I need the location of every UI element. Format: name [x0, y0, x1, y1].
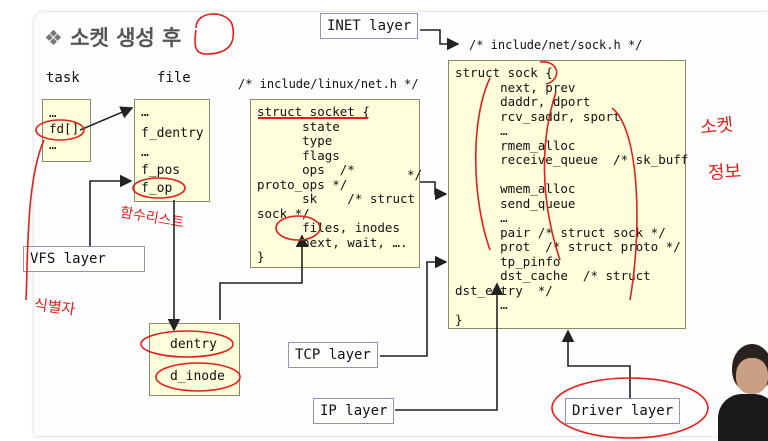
- sock-h-comment: /* include/net/sock.h */: [469, 38, 643, 52]
- sock-line: send_queue: [455, 195, 576, 211]
- socket-line: state: [257, 118, 340, 134]
- task-fd-line: fd[]: [49, 121, 80, 136]
- socket-line: type: [257, 133, 333, 148]
- arrow-vfs-to-fop: [89, 174, 133, 246]
- dentry-box: dentry d_inode: [149, 323, 240, 396]
- sock-struct-box: struct sock { next, prev daddr, dport rc…: [407, 60, 689, 329]
- tcp-layer-box: TCP layer: [288, 342, 378, 368]
- ip-layer-box: IP layer: [313, 398, 395, 424]
- arrow-inet-to-sock-h: [420, 29, 460, 51]
- socket-line: files, inodes: [257, 220, 400, 235]
- file-line: …: [141, 145, 149, 160]
- sock-line: wmem_alloc: [455, 181, 576, 196]
- arrow-driver-to-sock: [561, 329, 631, 398]
- file-line: …: [141, 105, 149, 120]
- sock-line: rmem_alloc: [455, 137, 576, 153]
- arrow-tcp-to-sock: [380, 255, 448, 357]
- arrow-ip-to-sock: [395, 282, 504, 411]
- vfs-layer-box: VFS layer: [23, 246, 145, 272]
- socket-line: next, wait, ….: [257, 234, 408, 250]
- net-h-comment: /* include/linux/net.h */: [238, 77, 419, 91]
- diamond-bullet-icon: ❖: [44, 26, 63, 50]
- file-dentry-line: f_dentry: [141, 126, 204, 141]
- socket-line: struct socket {: [257, 104, 370, 119]
- sock-line: …: [455, 297, 508, 312]
- slide-title-text: 소켓 생성 후: [70, 26, 182, 50]
- file-op-line: f_op: [141, 181, 173, 196]
- d-inode-line: d_inode: [170, 369, 225, 384]
- driver-layer-box: Driver layer: [565, 398, 681, 424]
- sock-line: tp_pinfo: [455, 253, 561, 269]
- arrow-socket-to-sock: [420, 181, 448, 201]
- sock-line: next, prev: [455, 79, 576, 95]
- sock-line: pair /* struct sock */: [455, 224, 666, 240]
- sock-line: struct sock {: [455, 65, 553, 80]
- file-box: … f_dentry … f_pos f_op: [134, 99, 210, 202]
- sock-line: }: [455, 311, 463, 327]
- socket-struct-box: struct socket { state type flags ops /* …: [250, 99, 420, 268]
- task-box: … fd[] …: [42, 99, 91, 162]
- sock-line: rcv_saddr, sport: [455, 108, 621, 124]
- socket-line: sk /* struct: [257, 191, 416, 206]
- task-line: …: [49, 105, 57, 120]
- socket-line: flags: [257, 147, 340, 163]
- sock-line: …: [455, 123, 508, 138]
- file-pos-line: f_pos: [141, 163, 181, 178]
- sock-line: …: [455, 210, 508, 225]
- sock-line: daddr, dport: [455, 94, 591, 109]
- arrow-dentry-to-socket-files: [219, 234, 309, 320]
- presenter-video: [718, 338, 768, 441]
- inet-layer-box: INET layer: [320, 13, 419, 39]
- socket-line: proto_ops */: [257, 176, 348, 192]
- slide-title: ❖ 소켓 생성 후: [44, 22, 181, 52]
- file-label: file: [157, 70, 191, 86]
- dentry-line: dentry: [170, 337, 217, 352]
- socket-line: }: [257, 249, 265, 264]
- task-label: task: [46, 70, 80, 86]
- socket-line: ops /*: [257, 162, 355, 177]
- arrow-fd-to-file: [79, 106, 134, 131]
- task-line: …: [49, 137, 57, 152]
- red-ink-markup: [25, 13, 709, 439]
- sock-line: dst_cache /* struct: [455, 268, 651, 283]
- sock-line: */: [407, 166, 423, 182]
- sock-line: dst_entry */: [455, 282, 553, 298]
- sock-line: receive_queue /* sk_buff: [455, 152, 689, 167]
